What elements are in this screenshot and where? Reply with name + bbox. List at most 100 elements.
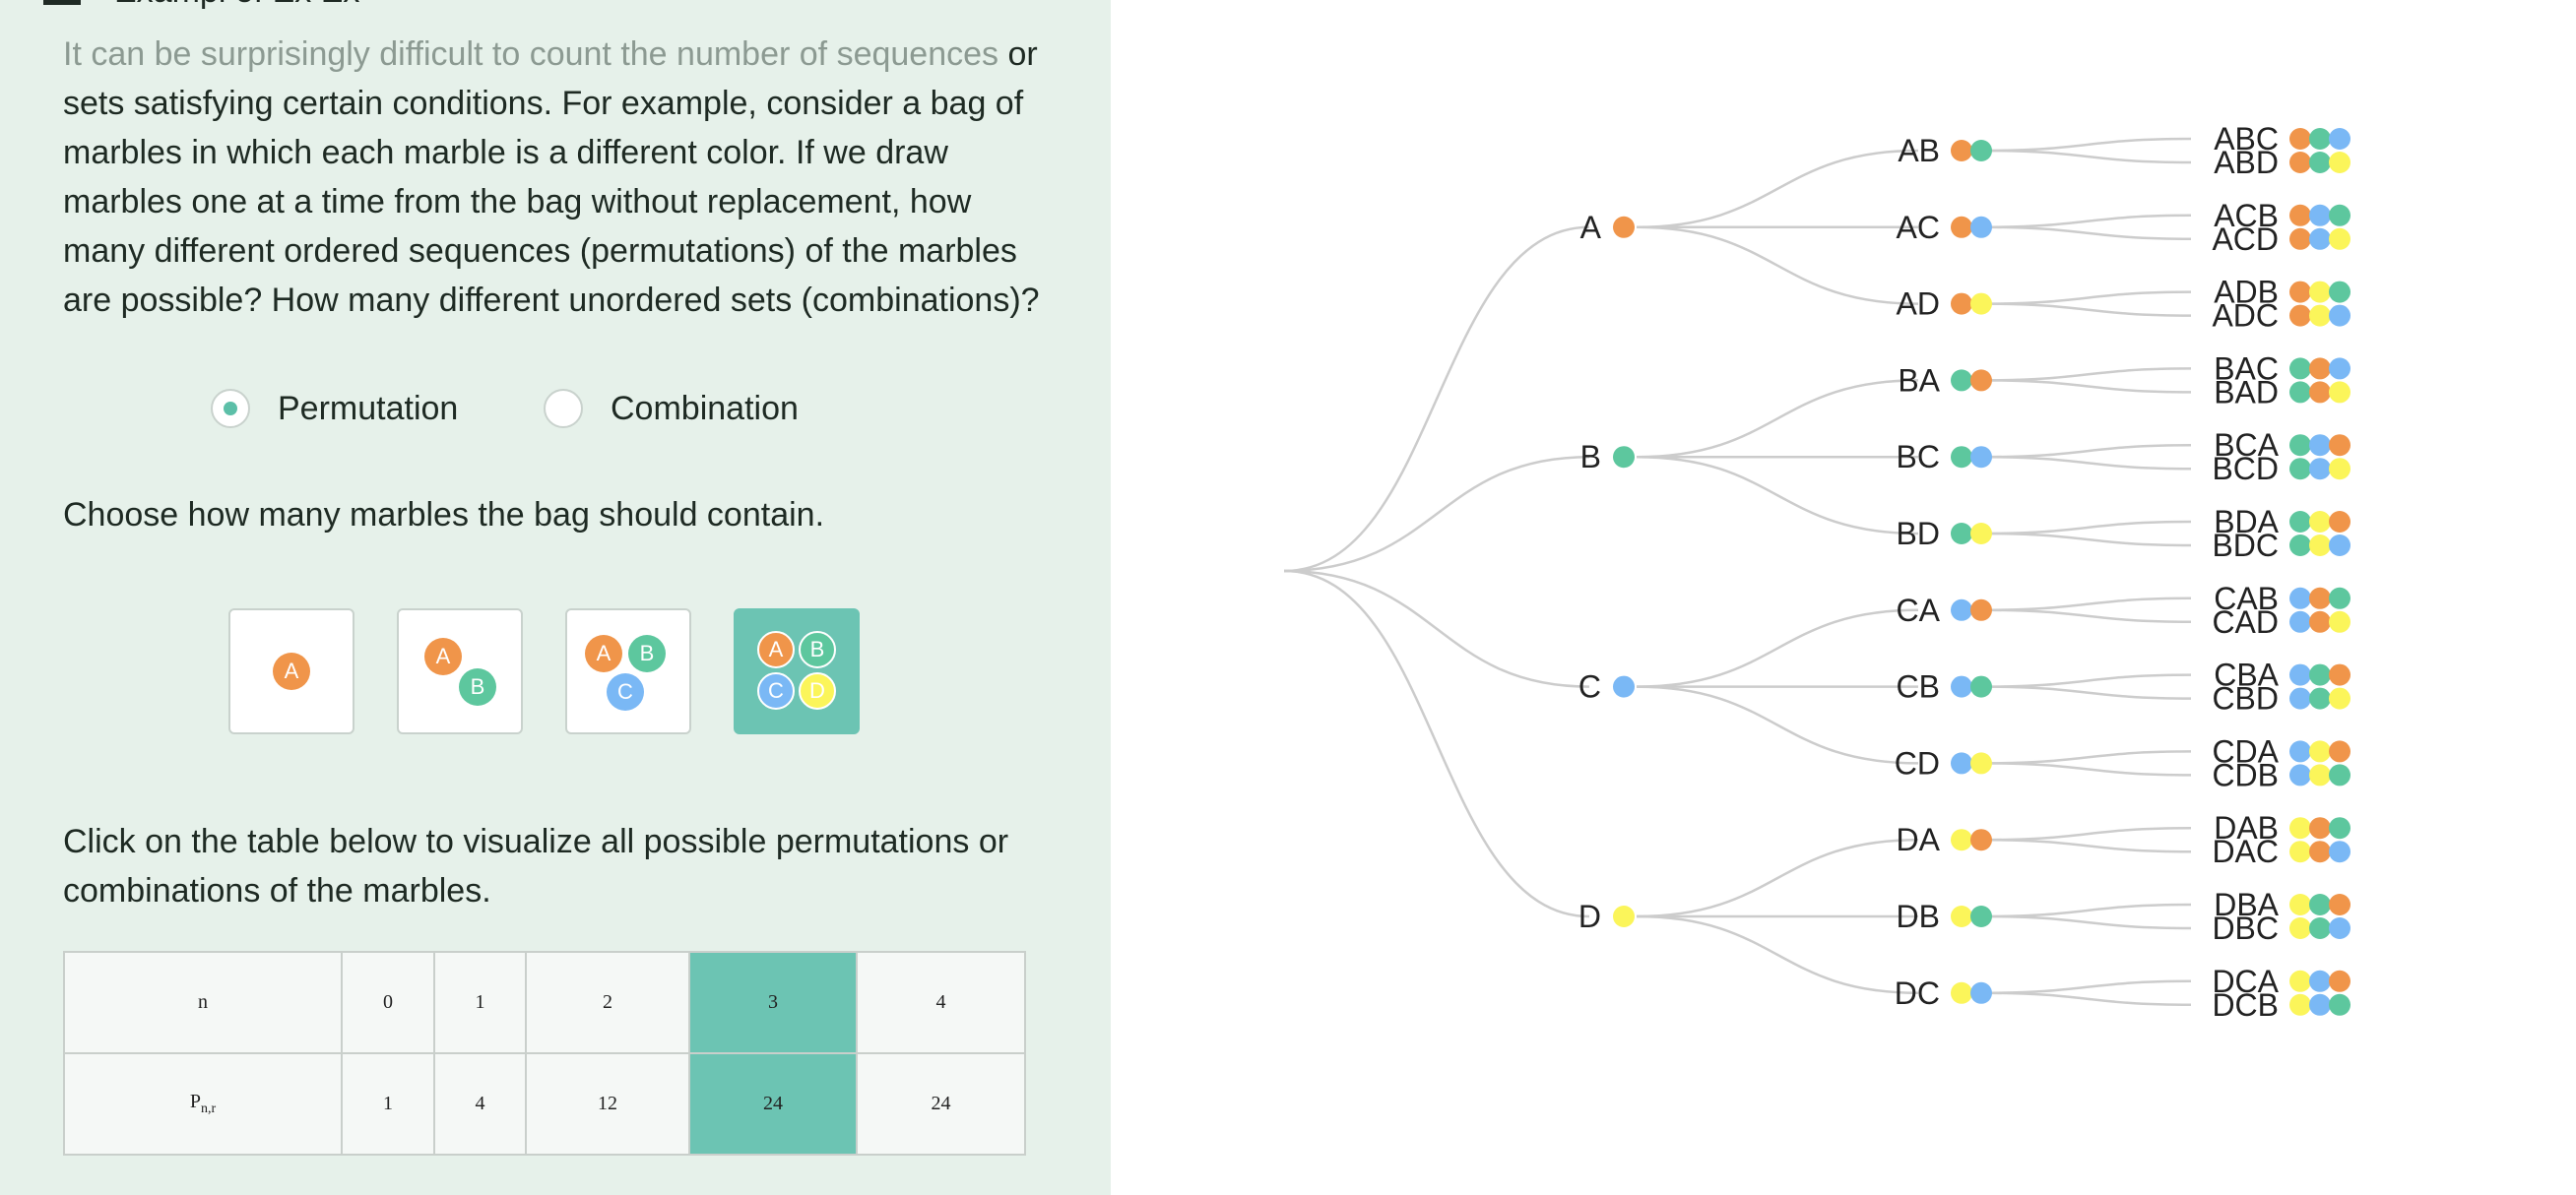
- tree-node: CAB: [2214, 581, 2351, 616]
- tree-node-label: DCA: [2212, 964, 2279, 999]
- tree-link: [1636, 225, 1919, 305]
- choose-instruction: Choose how many marbles the bag should c…: [63, 496, 825, 534]
- marble-d-dot: [2329, 610, 2351, 633]
- tree-node: BDC: [2212, 528, 2351, 563]
- tree-node-label: DC: [1895, 975, 1940, 1011]
- table-cell-p[interactable]: 4: [433, 1052, 527, 1156]
- marble-a-dot: [1970, 369, 1992, 392]
- table-cell-p[interactable]: 12: [525, 1052, 690, 1156]
- marble-b-dot: [2329, 281, 2351, 303]
- tree-node: ABD: [2214, 145, 2351, 180]
- tree-node-label: BDC: [2212, 528, 2279, 563]
- marble-c-dot: [2289, 764, 2311, 786]
- table-cell-p[interactable]: 1: [341, 1052, 435, 1156]
- tree-node-label: ABC: [2214, 121, 2279, 157]
- bag-option-2[interactable]: A B: [397, 608, 523, 734]
- tree-link: [1982, 443, 2192, 459]
- marble-d-dot: [2309, 535, 2331, 556]
- table-cell-n[interactable]: 0: [341, 951, 435, 1054]
- marble-c-dot: [1951, 598, 1972, 621]
- marble-a-dot: [2329, 740, 2351, 763]
- marble-d-dot: [2329, 227, 2351, 250]
- tree-link: [1636, 838, 1919, 918]
- combination-radio[interactable]: Combination: [544, 384, 799, 433]
- tree-link: [1982, 991, 2192, 1007]
- marble-a-dot: [2309, 357, 2331, 380]
- marble-a-dot: [2329, 970, 2351, 992]
- marble-d-dot: [2309, 281, 2331, 303]
- tree-node: DCA: [2212, 964, 2351, 999]
- marble-c-dot: [1970, 981, 1992, 1004]
- marble-d-dot: [1970, 752, 1992, 775]
- marble-d-dot: [1970, 523, 1992, 544]
- marble-b-dot: [1951, 369, 1972, 392]
- bag-option-3[interactable]: A B C: [565, 608, 691, 734]
- marble-c-dot: [2329, 917, 2351, 939]
- marble-c-dot: [2309, 204, 2331, 226]
- marble-b-dot: [2289, 511, 2311, 533]
- marble-b-dot: [1951, 446, 1972, 469]
- combination-radio-circle[interactable]: [544, 389, 583, 428]
- tree-node-label: ADB: [2214, 275, 2279, 310]
- marble-b-dot: [2329, 993, 2351, 1016]
- marble-a-dot: [2329, 434, 2351, 457]
- marble-a-dot: [1970, 829, 1992, 851]
- bag-option-1[interactable]: A: [228, 608, 354, 734]
- tree-node-label: CD: [1895, 745, 1940, 781]
- tree-node: DB: [1897, 899, 1992, 934]
- permutation-radio-circle[interactable]: [211, 389, 250, 428]
- tree-node: CBD: [2212, 681, 2351, 717]
- table-cell-n[interactable]: 1: [433, 951, 527, 1054]
- tree-link: [1636, 608, 1919, 688]
- marble-b-dot: [2329, 587, 2351, 609]
- tree-node: DA: [1897, 822, 1992, 857]
- marble-d-dot: [2309, 764, 2331, 786]
- tree-link: [1636, 149, 1919, 229]
- section-heading-cut: Exampl of Ex Ex: [114, 0, 359, 11]
- table-cell-n[interactable]: 3: [688, 951, 858, 1054]
- marble-b-dot: [2329, 204, 2351, 226]
- tree-link: [1982, 838, 2192, 853]
- tree-node-label: C: [1578, 669, 1601, 705]
- marble-c-dot: [2289, 587, 2311, 609]
- marble-c-dot: [1970, 216, 1992, 238]
- tree-node-label: ADC: [2212, 298, 2279, 334]
- tree-node-label: D: [1578, 899, 1601, 934]
- tree-node-label: AC: [1897, 210, 1940, 245]
- table-cell-n[interactable]: 4: [856, 951, 1026, 1054]
- marble-c-dot: [2309, 993, 2331, 1016]
- tree-node: ABC: [2214, 121, 2351, 157]
- marble-d-dot: [2329, 458, 2351, 480]
- marble-d: D: [799, 672, 836, 710]
- marble-a: A: [273, 653, 310, 690]
- marble-c-dot: [2309, 970, 2331, 992]
- tree-node: ADC: [2212, 298, 2351, 334]
- tree-node: BC: [1897, 439, 1992, 474]
- permutation-radio[interactable]: Permutation: [211, 384, 458, 433]
- bag-option-4[interactable]: A B C D: [734, 608, 860, 734]
- table-instruction: Click on the table below to visualize al…: [63, 823, 1009, 910]
- marble-a-dot: [2309, 610, 2331, 633]
- row-label-n: n: [63, 951, 343, 1054]
- tree-node: ACD: [2212, 221, 2351, 257]
- table-cell-n[interactable]: 2: [525, 951, 690, 1054]
- marble-a-dot: [1613, 216, 1635, 238]
- tree-link: [1982, 302, 2192, 317]
- tree-node: BDA: [2214, 504, 2351, 539]
- table-cell-p[interactable]: 24: [856, 1052, 1026, 1156]
- tree-node-label: BCA: [2214, 427, 2279, 463]
- tree-link: [1982, 673, 2192, 688]
- tree-link: [1982, 979, 2192, 995]
- marble-a: A: [585, 635, 622, 672]
- marble-d-dot: [2309, 740, 2331, 763]
- marble-c-dot: [2329, 304, 2351, 327]
- tree-node-label: BAD: [2214, 374, 2279, 409]
- tree-node: A: [1580, 210, 1635, 245]
- tree-link: [1283, 225, 1590, 573]
- tree-node: BCA: [2214, 427, 2351, 463]
- p-symbol: P: [189, 1091, 201, 1112]
- marble-b-dot: [2329, 764, 2351, 786]
- tree-node: BAD: [2214, 374, 2351, 409]
- marble-d-dot: [2289, 817, 2311, 840]
- table-cell-p[interactable]: 24: [688, 1052, 858, 1156]
